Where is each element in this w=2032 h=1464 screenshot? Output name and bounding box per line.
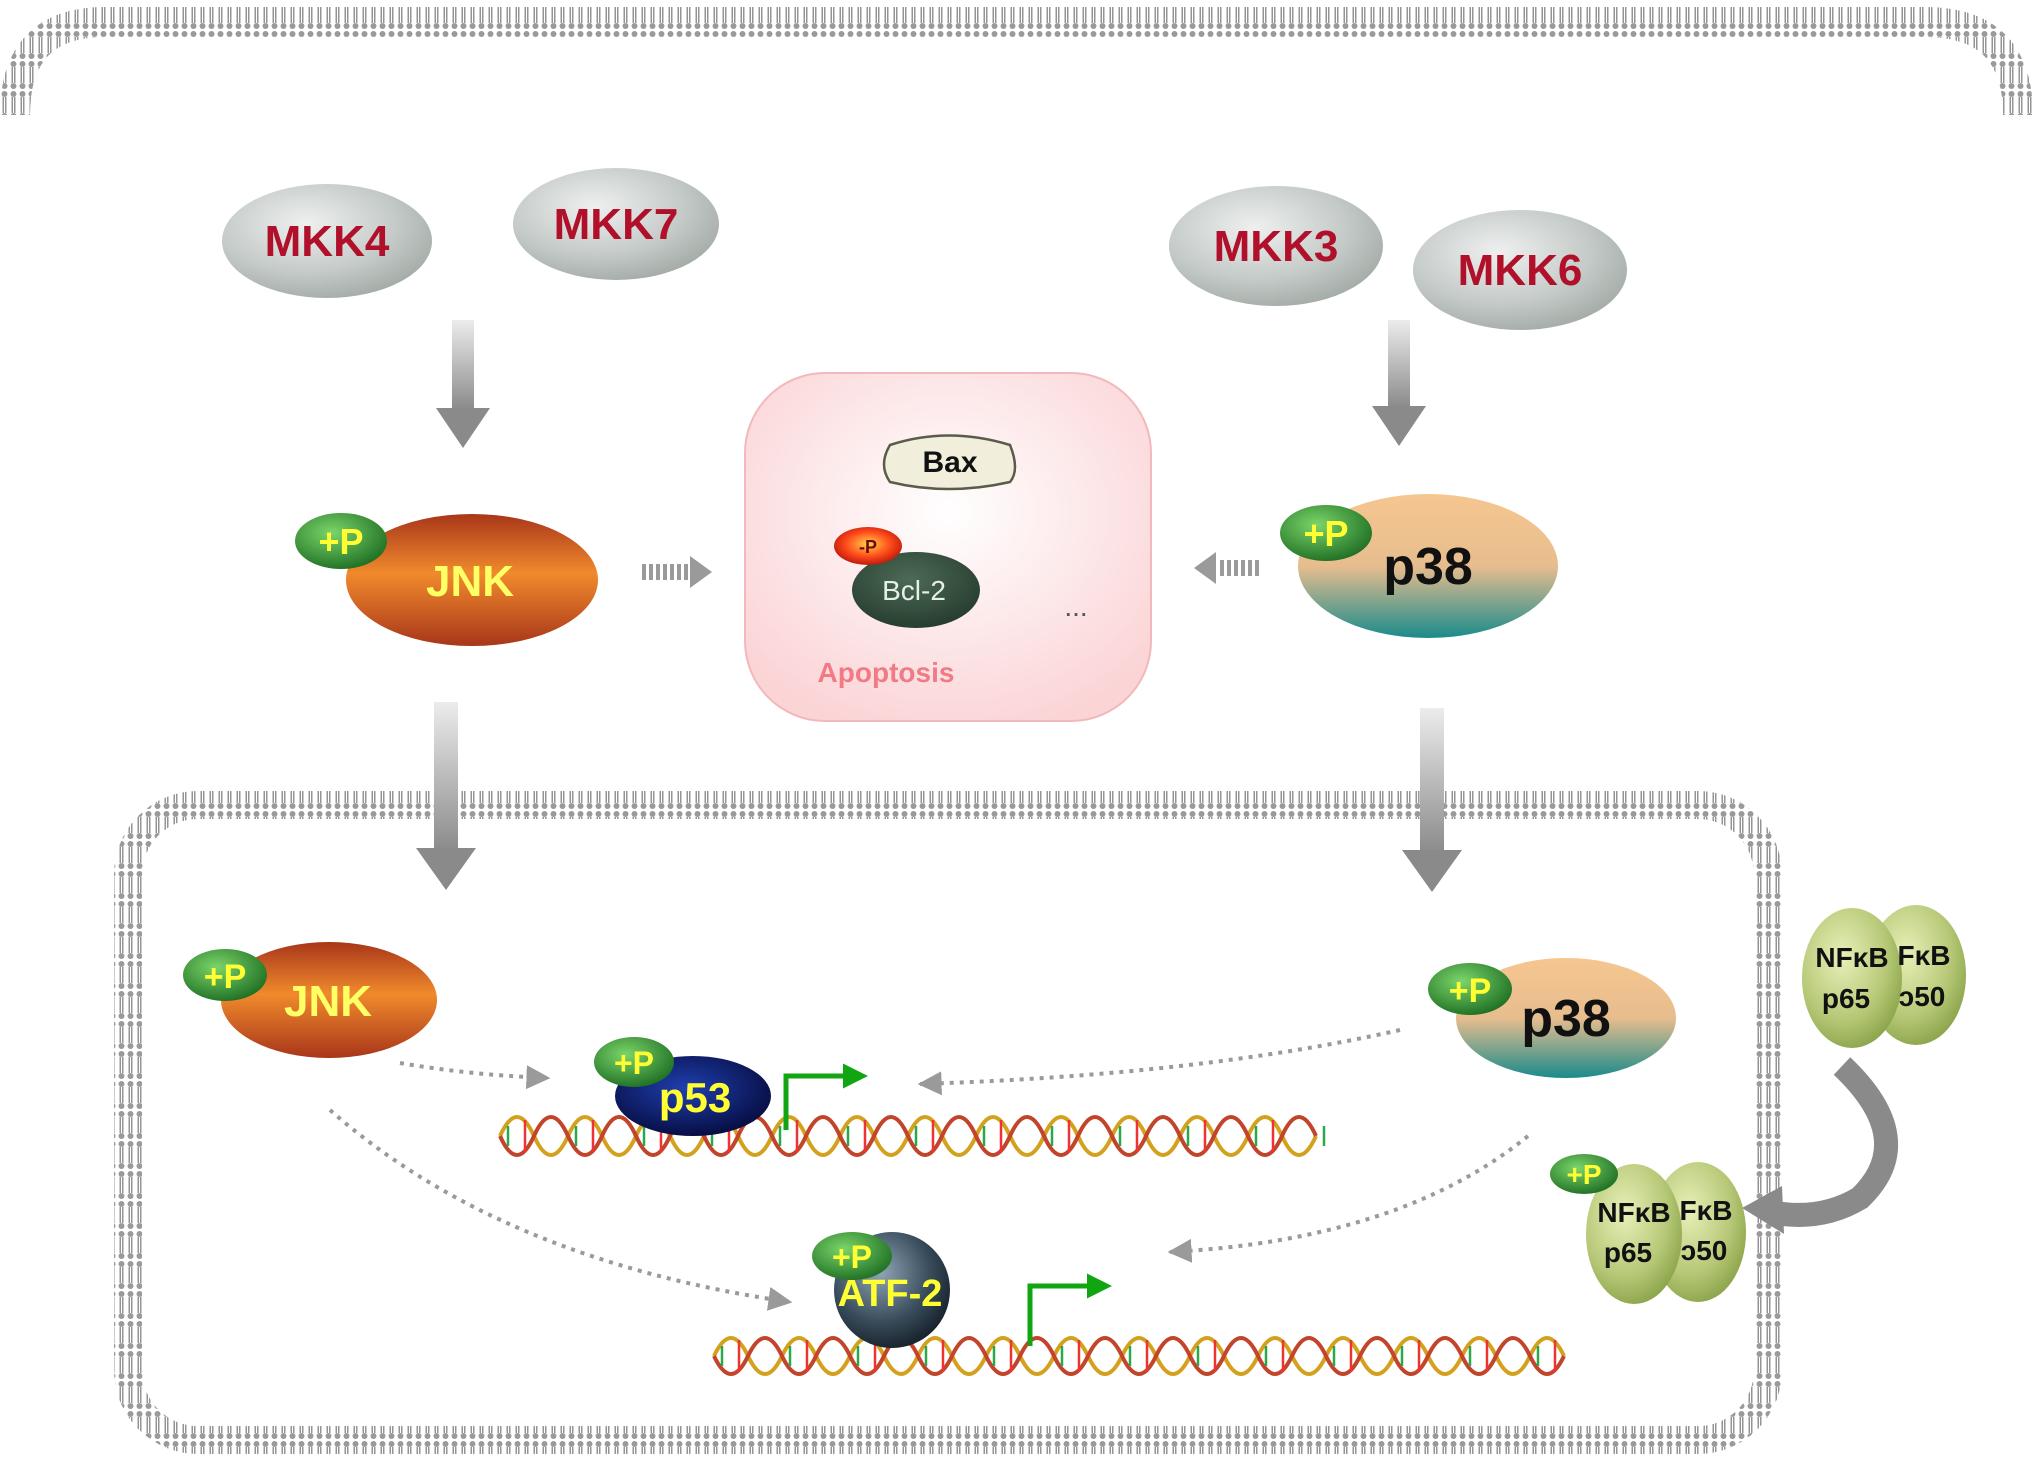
svg-text:p65: p65 <box>1604 1237 1652 1268</box>
svg-text:NFκB: NFκB <box>1597 1197 1670 1228</box>
jnk-cytoplasm-label: JNK <box>426 557 514 606</box>
bax-label: Bax <box>922 446 977 479</box>
dotted-arrow-p38-to-p53 <box>917 1028 1401 1096</box>
mkk4-node: MKK4 <box>222 184 432 298</box>
mkk7-label: MKK7 <box>554 200 679 249</box>
p38-nucleus-phospho-badge: +P <box>1428 963 1512 1015</box>
mkk3-label: MKK3 <box>1214 222 1339 271</box>
svg-text:+P: +P <box>832 1239 872 1275</box>
mkk6-label: MKK6 <box>1458 246 1583 295</box>
svg-text:FκB: FκB <box>1680 1195 1733 1226</box>
svg-text:+P: +P <box>1566 1159 1601 1190</box>
apoptosis-label: Apoptosis <box>818 657 955 688</box>
p53-phospho-badge: +P <box>594 1037 674 1087</box>
arrow-mkk-to-p38 <box>1372 320 1426 446</box>
svg-text:+P: +P <box>614 1045 654 1081</box>
p53-node: p53 +P <box>594 1037 771 1136</box>
mkk3-node: MKK3 <box>1169 186 1383 306</box>
mkk7-node: MKK7 <box>513 168 719 280</box>
striped-arrow-jnk-to-apoptosis <box>642 556 712 588</box>
svg-text:+P: +P <box>1449 972 1492 1010</box>
promoter-arrow-upper <box>783 1063 868 1130</box>
jnk-phospho-badge: +P <box>295 513 387 569</box>
bcl2-node: Bcl-2 <box>852 552 980 628</box>
cell-membrane <box>0 6 2032 116</box>
apoptosis-box: Bax Bcl-2 -P ... Apoptosis <box>744 372 1152 722</box>
dna-strand-lower <box>712 1336 1566 1376</box>
nuclear-membrane <box>114 791 1782 1454</box>
p38-cytoplasm-node: p38 +P <box>1280 494 1558 638</box>
striped-arrow-p38-to-apoptosis <box>1194 552 1259 584</box>
dna-strand-upper <box>498 1115 1326 1157</box>
arrow-jnk-to-nucleus <box>416 702 476 890</box>
p38-phospho-badge: +P <box>1280 505 1372 561</box>
p38-nucleus-label: p38 <box>1521 990 1611 1048</box>
bcl2-label: Bcl-2 <box>882 575 946 606</box>
nfkb-translocation-arrow <box>1742 1057 1899 1234</box>
jnk-nucleus-node: JNK +P <box>183 942 437 1058</box>
apoptosis-ellipsis: ... <box>1064 591 1087 622</box>
p53-label: p53 <box>659 1074 731 1121</box>
svg-text:ɔ50: ɔ50 <box>1899 981 1946 1012</box>
jnk-cytoplasm-node: JNK +P <box>295 513 598 646</box>
dotted-arrow-jnk-to-p53 <box>399 1061 551 1090</box>
svg-text:ɔ50: ɔ50 <box>1681 1235 1728 1266</box>
nfkb-phospho-badge: +P <box>1550 1154 1618 1194</box>
svg-text:+P: +P <box>1303 513 1348 554</box>
svg-text:+P: +P <box>204 958 247 996</box>
promoter-arrow-lower <box>1027 1273 1112 1346</box>
svg-text:FκB: FκB <box>1898 940 1951 971</box>
p38-nucleus-node: p38 +P <box>1428 958 1676 1078</box>
bcl2-phospho-badge: -P <box>834 527 902 565</box>
svg-text:p65: p65 <box>1822 983 1870 1014</box>
jnk-nucleus-label: JNK <box>284 977 372 1026</box>
p38-cytoplasm-label: p38 <box>1383 538 1473 596</box>
arrow-mkk-to-jnk <box>436 320 490 448</box>
nfkb-complex-inside: NFκB p65 FκB ɔ50 +P <box>1550 1154 1746 1304</box>
atf2-node: ATF-2 +P <box>812 1232 950 1348</box>
bax-node: Bax <box>882 434 1017 491</box>
svg-text:NFκB: NFκB <box>1815 942 1888 973</box>
nfkb-complex-outside: NFκB p65 FκB ɔ50 <box>1802 905 1966 1048</box>
jnk-nucleus-phospho-badge: +P <box>183 949 267 1001</box>
mkk6-node: MKK6 <box>1413 210 1627 330</box>
svg-text:+P: +P <box>318 521 363 562</box>
dotted-arrow-jnk-to-atf2 <box>328 1108 793 1311</box>
svg-text:-P: -P <box>859 537 877 557</box>
mkk4-label: MKK4 <box>265 217 390 266</box>
arrow-p38-to-nucleus <box>1402 708 1462 892</box>
dotted-arrow-p38-to-atf2 <box>1167 1134 1530 1263</box>
atf2-label: ATF-2 <box>838 1273 943 1315</box>
atf2-phospho-badge: +P <box>812 1232 892 1280</box>
